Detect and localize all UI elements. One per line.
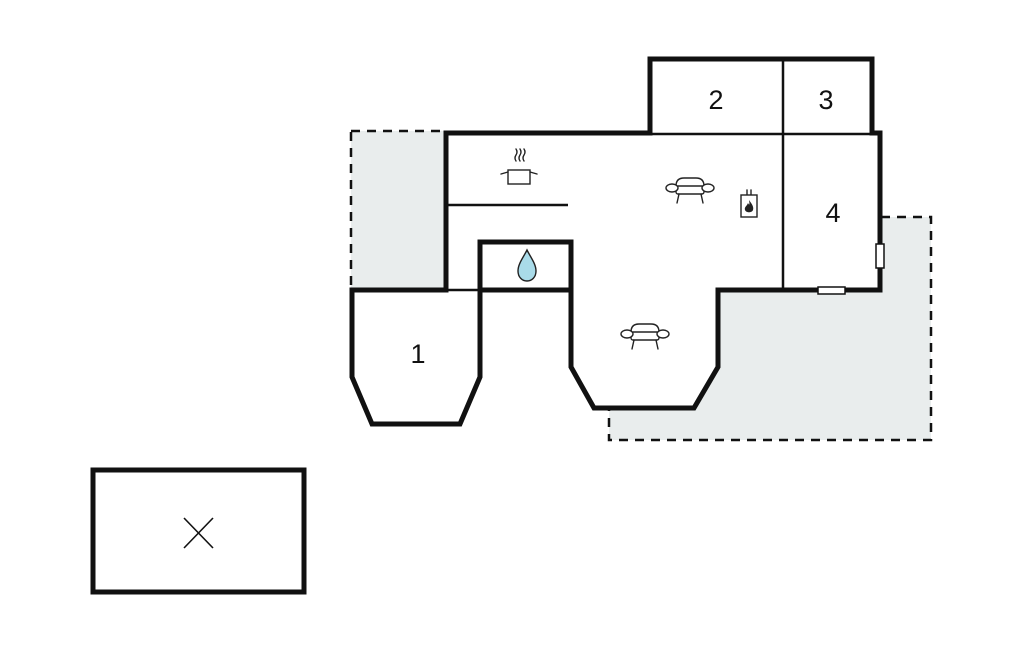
main-outer-wall [443, 130, 653, 293]
room-label-2: 2 [708, 85, 723, 115]
terrace-left [349, 129, 448, 291]
bedroom-1-wall [349, 287, 483, 427]
room-label-4: 4 [825, 198, 840, 228]
sofa-icon [620, 323, 670, 350]
rooms-2-3-outline [568, 56, 883, 411]
window-south [817, 286, 846, 295]
interior-walls [446, 59, 872, 292]
fireplace-icon [740, 189, 758, 218]
cooking-pot-icon [500, 148, 538, 185]
windows [817, 243, 885, 295]
bathroom-wall [477, 239, 574, 293]
sofa-icon [665, 177, 715, 204]
detached-building-outline [90, 467, 307, 595]
walls [349, 56, 883, 427]
window-east [875, 243, 885, 269]
room-labels: 1 2 3 4 [410, 85, 840, 369]
detached-building [90, 467, 307, 595]
house-fill [352, 59, 880, 424]
x-mark-icon [183, 517, 214, 549]
water-drop-icon [517, 248, 537, 282]
room-label-1: 1 [410, 339, 425, 369]
room-label-3: 3 [818, 85, 833, 115]
